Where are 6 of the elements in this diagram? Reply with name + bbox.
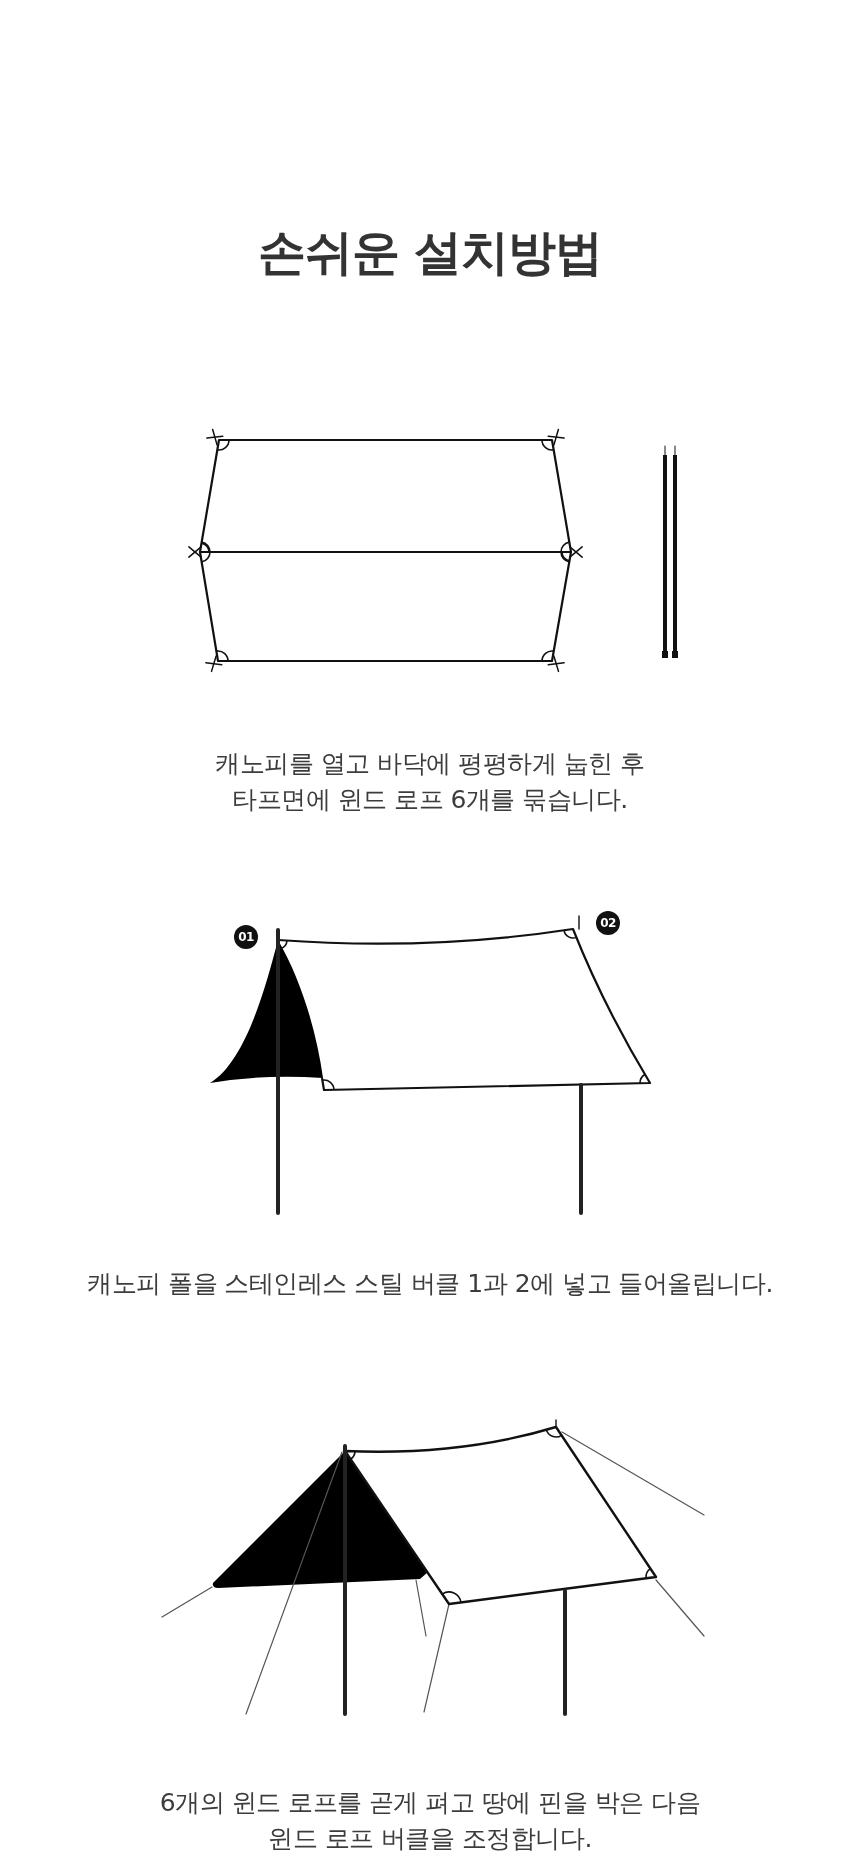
page-title: 손쉬운 설치방법 bbox=[256, 223, 604, 282]
callout-number: 01 bbox=[234, 925, 258, 949]
instruction-text: 6개의 윈드 로프를 곧게 펴고 땅에 핀을 박은 다음 윈드 로프 버클을 조정합니다. bbox=[158, 1787, 702, 1855]
instruction-text: 캐노피를 열고 바닥에 평평하게 눕힌 후 타프면에 윈드 로프 6개를 묶습니다. bbox=[214, 748, 646, 816]
instruction-text: 캐노피 폴을 스테인레스 스틸 버클 1과 2에 넣고 들어올립니다. bbox=[86, 1268, 774, 1300]
callout-number: 02 bbox=[596, 911, 620, 935]
